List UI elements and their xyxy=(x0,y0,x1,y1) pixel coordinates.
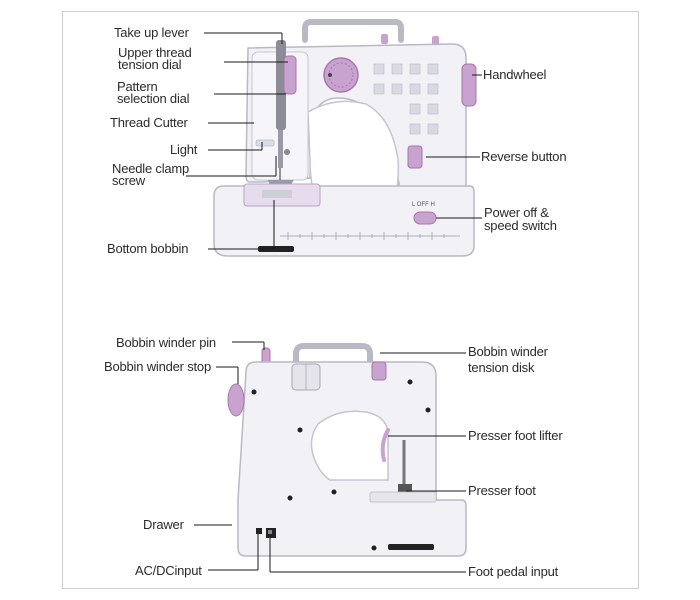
bobbin-winder-tension-disk xyxy=(371,361,387,381)
label-foot-pedal-input: Foot pedal input xyxy=(468,564,559,579)
reverse-button xyxy=(407,145,423,169)
ac-dc-input xyxy=(256,528,262,534)
label-needle-clamp-screw-line2: screw xyxy=(112,173,145,188)
label-handwheel: Handwheel xyxy=(483,67,547,82)
feed-dogs xyxy=(262,190,292,198)
ruler xyxy=(287,232,445,240)
label-bobbin-winder-pin: Bobbin winder pin xyxy=(116,335,216,350)
label-bobbin-winder-tension-disk-line1: Bobbin winder xyxy=(468,344,548,359)
bobbin-winder-stop xyxy=(227,383,245,417)
back-machine xyxy=(227,343,467,557)
label-presser-foot: Presser foot xyxy=(468,483,536,498)
label-bottom-bobbin: Bottom bobbin xyxy=(107,241,189,256)
label-presser-foot-lifter: Presser foot lifter xyxy=(468,428,563,443)
label-ac-dc-input: AC/DCinput xyxy=(135,563,202,578)
throat-opening xyxy=(310,410,389,481)
carry-handle xyxy=(293,343,373,367)
label-thread-cutter: Thread Cutter xyxy=(110,115,188,130)
label-bobbin-winder-tension-disk-line2: tension disk xyxy=(468,360,535,375)
label-power-switch-line1: Power off & xyxy=(484,205,549,220)
presser-foot-lifter xyxy=(380,428,390,462)
switch-markings: L OFF H xyxy=(412,202,435,208)
label-pattern-selection-dial-line2: selection dial xyxy=(117,91,190,106)
handwheel xyxy=(461,63,477,107)
tension-dial xyxy=(283,55,297,95)
stitch-chart xyxy=(373,63,439,135)
power-switch xyxy=(413,211,437,225)
label-take-up-lever: Take up lever xyxy=(114,25,189,40)
screws xyxy=(251,379,431,551)
presser-foot xyxy=(398,484,412,492)
leader-lines xyxy=(186,32,482,573)
label-upper-thread-tension-dial-line1: Upper thread xyxy=(118,45,192,60)
label-reverse-button: Reverse button xyxy=(481,149,567,164)
bottom-bobbin xyxy=(258,246,294,252)
drawer-slot xyxy=(388,544,434,550)
back-plate xyxy=(369,491,437,503)
spool-pin xyxy=(381,34,388,44)
label-needle-clamp-screw-line1: Needle clamp xyxy=(112,161,190,176)
carry-handle xyxy=(302,19,404,43)
label-upper-thread-tension-dial-line2: tension dial xyxy=(118,57,182,72)
needle-clamp-screw xyxy=(284,149,290,155)
front-machine: L OFF H xyxy=(213,19,477,257)
needle-bar xyxy=(278,130,283,168)
label-drawer: Drawer xyxy=(143,517,184,532)
label-light: Light xyxy=(170,142,198,157)
spool-pin xyxy=(432,36,439,46)
label-bobbin-winder-stop: Bobbin winder stop xyxy=(104,359,211,374)
light xyxy=(255,139,275,147)
label-pattern-selection-dial-line1: Pattern xyxy=(117,79,158,94)
label-power-switch-line2: speed switch xyxy=(484,218,557,233)
